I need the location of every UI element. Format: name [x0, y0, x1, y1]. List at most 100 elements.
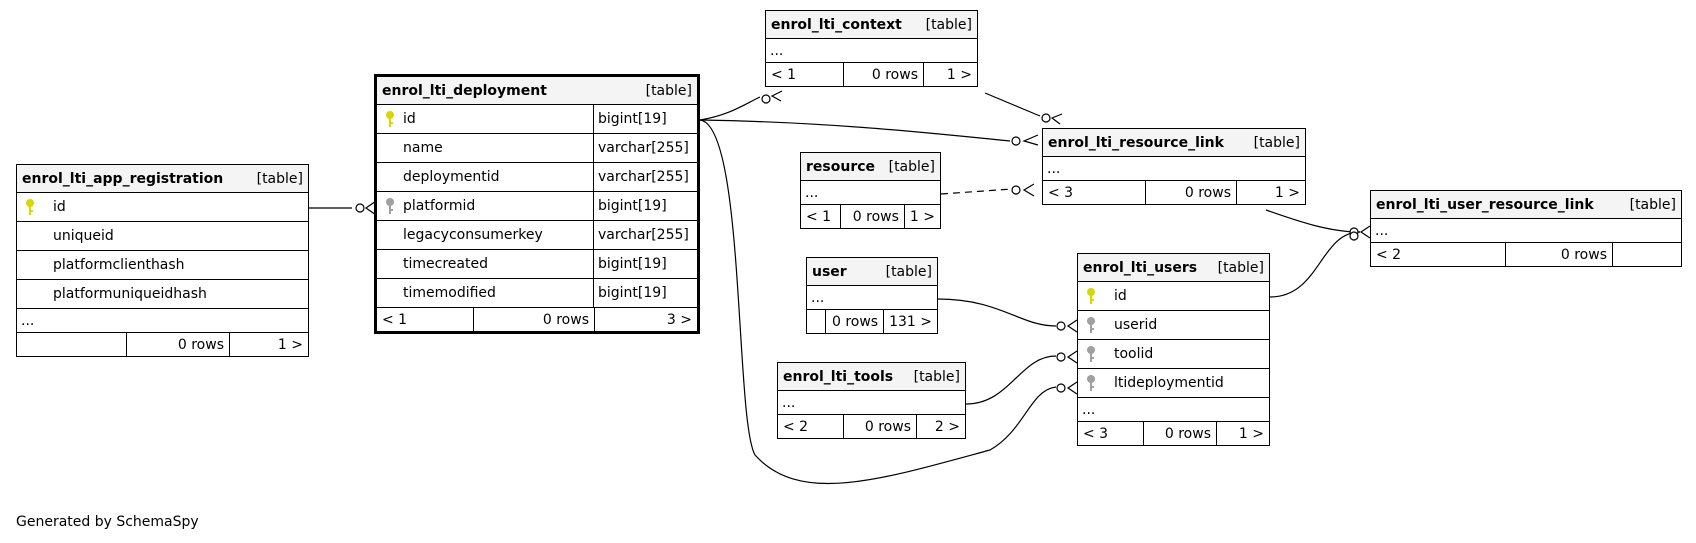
more-columns: ... — [1043, 157, 1305, 181]
more-columns: ... — [1078, 398, 1269, 422]
parents-link[interactable]: < 3 — [1043, 181, 1146, 204]
more-columns: ... — [807, 286, 937, 310]
table-name: user — [812, 263, 847, 280]
parents-link[interactable] — [17, 333, 127, 356]
table-footer: < 2 0 rows 2 > — [778, 415, 965, 438]
table-header: enrol_lti_app_registration [table] — [17, 165, 308, 193]
row-count: 0 rows — [1146, 181, 1237, 204]
table-header: enrol_lti_user_resource_link [table] — [1371, 191, 1681, 219]
column-name: uniqueid — [53, 228, 114, 244]
edge-deployment-context — [699, 96, 761, 121]
children-link[interactable]: 1 > — [1238, 425, 1264, 442]
column-name: id — [1114, 288, 1127, 304]
column-name: toolid — [1114, 346, 1154, 362]
column-row: platformclienthash — [17, 251, 308, 280]
parents-link[interactable]: < 2 — [1371, 243, 1506, 266]
row-count: 0 rows — [841, 205, 905, 228]
table-kind: [table] — [256, 170, 303, 187]
table-enrol-lti-tools[interactable]: enrol_lti_tools [table] ... < 2 0 rows 2… — [777, 362, 966, 439]
children-link[interactable]: 1 > — [277, 336, 303, 353]
children-link[interactable]: 131 > — [889, 313, 932, 330]
edge-user-users — [937, 298, 1057, 327]
foreign-key-icon — [1078, 374, 1104, 392]
column-row: deploymentid varchar[255] — [377, 163, 697, 192]
children-link[interactable]: 1 > — [1274, 184, 1300, 201]
column-row: id bigint[19] — [377, 105, 697, 134]
table-enrol-lti-app-registration[interactable]: enrol_lti_app_registration [table] id un… — [16, 164, 309, 357]
more-columns: ... — [801, 181, 940, 205]
edge-marker — [1011, 136, 1021, 146]
parents-link[interactable]: < 3 — [1078, 422, 1144, 445]
crowfoot-marker — [1022, 183, 1035, 197]
children-link[interactable]: 1 > — [909, 208, 935, 225]
parents-link[interactable]: < 1 — [766, 63, 844, 86]
more-columns: ... — [766, 39, 977, 63]
column-row: ltideploymentid — [1078, 369, 1269, 398]
table-footer: < 3 0 rows 1 > — [1078, 422, 1269, 445]
table-name: enrol_lti_deployment — [382, 82, 547, 99]
table-enrol-lti-context[interactable]: enrol_lti_context [table] ... < 1 0 rows… — [765, 10, 978, 87]
crowfoot-marker — [1066, 319, 1078, 333]
more-columns: ... — [1371, 219, 1681, 243]
column-row: timecreated bigint[19] — [377, 250, 697, 279]
parents-link[interactable]: < 1 — [801, 205, 841, 228]
column-row: userid — [1078, 311, 1269, 340]
table-enrol-lti-deployment[interactable]: enrol_lti_deployment [table] id bigint[1… — [374, 74, 700, 334]
edge-marker — [1056, 352, 1066, 362]
edge-marker — [1056, 383, 1066, 393]
table-footer: < 1 0 rows 1 > — [801, 205, 940, 228]
table-footer: < 3 0 rows 1 > — [1043, 181, 1305, 204]
table-kind: [table] — [885, 263, 932, 280]
parents-link[interactable]: < 2 — [778, 415, 844, 438]
children-link[interactable]: 1 > — [946, 66, 972, 83]
column-name: platformclienthash — [53, 257, 185, 273]
row-count: 0 rows — [1506, 243, 1613, 266]
column-row: id — [1078, 282, 1269, 311]
table-name: resource — [806, 158, 876, 175]
foreign-key-icon — [377, 197, 403, 215]
edge-deployment-users — [699, 119, 1057, 485]
edge-users-user-resource-link — [1269, 231, 1361, 298]
table-resource[interactable]: resource [table] ... < 1 0 rows 1 > — [800, 152, 941, 229]
column-row: uniqueid — [17, 222, 308, 251]
children-link[interactable]: 3 > — [666, 311, 692, 328]
table-user[interactable]: user [table] ... 0 rows 131 > — [806, 257, 938, 334]
table-enrol-lti-user-resource-link[interactable]: enrol_lti_user_resource_link [table] ...… — [1370, 190, 1682, 267]
parents-link[interactable] — [807, 310, 826, 333]
table-name: enrol_lti_app_registration — [22, 170, 224, 187]
table-footer: < 1 0 rows 3 > — [377, 308, 697, 331]
foreign-key-icon — [1078, 345, 1104, 363]
edge-marker — [1011, 185, 1021, 195]
column-name: platformid — [403, 198, 476, 214]
edge-marker — [1041, 113, 1051, 123]
column-type: varchar[255] — [593, 134, 697, 162]
table-kind: [table] — [888, 158, 935, 175]
column-name: id — [53, 199, 66, 215]
children-link[interactable] — [1613, 243, 1681, 266]
more-columns: ... — [17, 309, 308, 333]
children-link[interactable]: 2 > — [934, 418, 960, 435]
column-name: deploymentid — [403, 169, 500, 185]
table-kind: [table] — [1253, 134, 1300, 151]
column-row: name varchar[255] — [377, 134, 697, 163]
table-header: enrol_lti_resource_link [table] — [1043, 129, 1305, 157]
table-enrol-lti-resource-link[interactable]: enrol_lti_resource_link [table] ... < 3 … — [1042, 128, 1306, 205]
column-name: userid — [1114, 317, 1158, 333]
column-type: bigint[19] — [593, 192, 697, 220]
column-row: platformuniqueidhash — [17, 280, 308, 309]
column-name: legacyconsumerkey — [403, 227, 543, 243]
row-count: 0 rows — [826, 310, 885, 333]
column-row: id — [17, 193, 308, 222]
edge-marker — [761, 94, 771, 104]
column-type: bigint[19] — [593, 250, 697, 278]
table-name: enrol_lti_resource_link — [1048, 134, 1224, 151]
table-enrol-lti-users[interactable]: enrol_lti_users [table] id userid toolid… — [1077, 253, 1270, 446]
table-footer: 0 rows 131 > — [807, 310, 937, 333]
table-footer: < 2 0 rows — [1371, 243, 1681, 266]
table-kind: [table] — [645, 82, 692, 99]
row-count: 0 rows — [127, 333, 230, 356]
crowfoot-marker — [364, 200, 377, 216]
edge-marker — [1056, 321, 1066, 331]
parents-link[interactable]: < 1 — [377, 308, 474, 331]
table-header: enrol_lti_tools [table] — [778, 363, 965, 391]
